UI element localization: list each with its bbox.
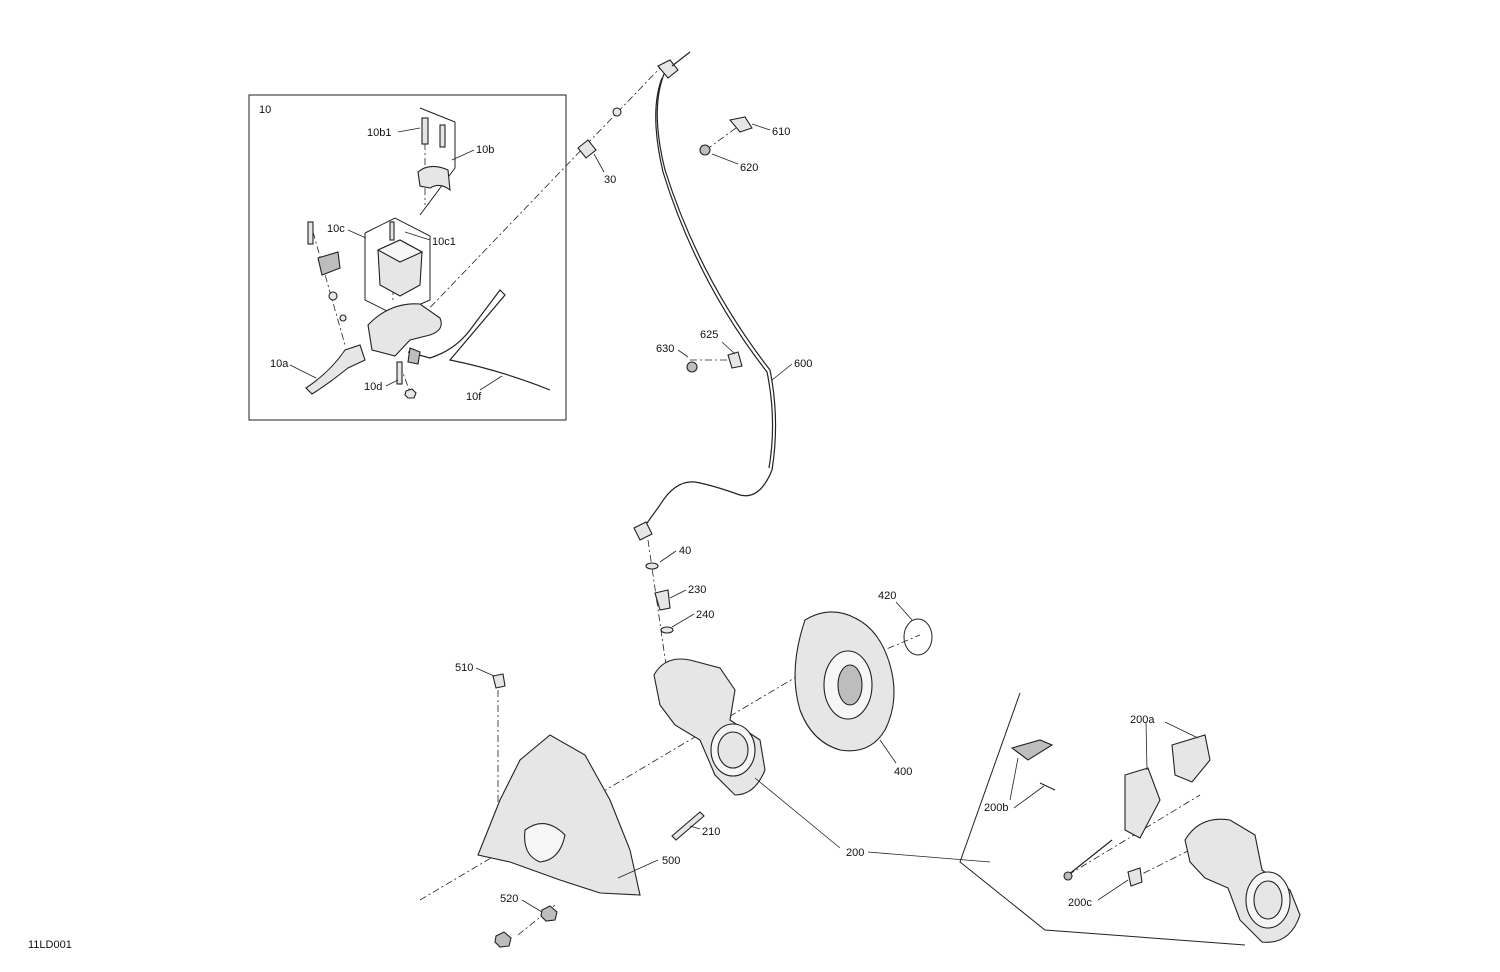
- brake-hose-parts: [577, 51, 777, 634]
- label-40: 40: [679, 545, 691, 557]
- label-420: 420: [878, 590, 896, 602]
- leader-lines: [289, 123, 1199, 913]
- nut-630: [686, 361, 698, 373]
- clip-610: [728, 116, 753, 133]
- bracket-200a: [1124, 767, 1161, 839]
- label-520: 520: [500, 893, 518, 905]
- master-cylinder-inset: [248, 94, 567, 421]
- label-200a: 200a: [1130, 714, 1155, 726]
- drawing-id: 11LD001: [28, 939, 72, 951]
- label-230: 230: [688, 584, 706, 596]
- callout-labels: 10 10b1 10b 10c 10c1 10a 10d 10f 30 610 …: [28, 104, 1155, 951]
- label-10b1: 10b1: [367, 127, 391, 139]
- label-600: 600: [794, 358, 812, 370]
- label-500: 500: [662, 855, 680, 867]
- label-200: 200: [846, 847, 864, 859]
- pin-210: [671, 811, 705, 841]
- o-ring-420: [903, 618, 933, 656]
- bolt-10b1: [421, 117, 429, 145]
- label-210: 210: [702, 826, 720, 838]
- washer-240: [660, 626, 674, 634]
- pad-spring-200b: [1010, 739, 1054, 761]
- lever-pivot: [317, 251, 341, 276]
- master-cylinder-body: [367, 303, 442, 357]
- nut-520: [540, 905, 558, 922]
- nut-620: [699, 144, 711, 156]
- label-510: 510: [455, 662, 473, 674]
- label-400: 400: [894, 766, 912, 778]
- banjo-bolt-230: [654, 589, 671, 611]
- caliper-kit-inset: [959, 692, 1301, 946]
- label-10d: 10d: [364, 381, 382, 393]
- clip-625: [727, 351, 743, 369]
- caliper-and-disc-parts: [477, 611, 933, 948]
- fitting-30: [577, 139, 597, 159]
- label-620: 620: [740, 162, 758, 174]
- bolt-510: [492, 673, 506, 689]
- switch-cable-10f: [407, 289, 551, 391]
- label-10: 10: [259, 104, 271, 116]
- assembly-axes: [312, 67, 1201, 936]
- label-10a: 10a: [270, 358, 289, 370]
- label-10b: 10b: [476, 144, 494, 156]
- clamp-10b: [417, 165, 451, 192]
- label-240: 240: [696, 609, 714, 621]
- label-610: 610: [772, 126, 790, 138]
- label-200c: 200c: [1068, 897, 1092, 909]
- label-10c: 10c: [327, 223, 345, 235]
- bolt-10b1b: [439, 124, 446, 148]
- label-30: 30: [604, 174, 616, 186]
- label-625: 625: [700, 329, 718, 341]
- washer-40: [645, 562, 659, 570]
- label-200b: 200b: [984, 802, 1008, 814]
- lever-10a: [305, 344, 366, 395]
- label-630: 630: [656, 343, 674, 355]
- brake-hose-600: [641, 73, 777, 531]
- caliper-200: [653, 658, 766, 796]
- label-10c1: 10c1: [432, 236, 456, 248]
- guard-500: [477, 734, 641, 896]
- bleeder-200c: [1127, 867, 1143, 887]
- label-10f: 10f: [466, 391, 482, 403]
- master-cylinder-parts: [305, 117, 551, 399]
